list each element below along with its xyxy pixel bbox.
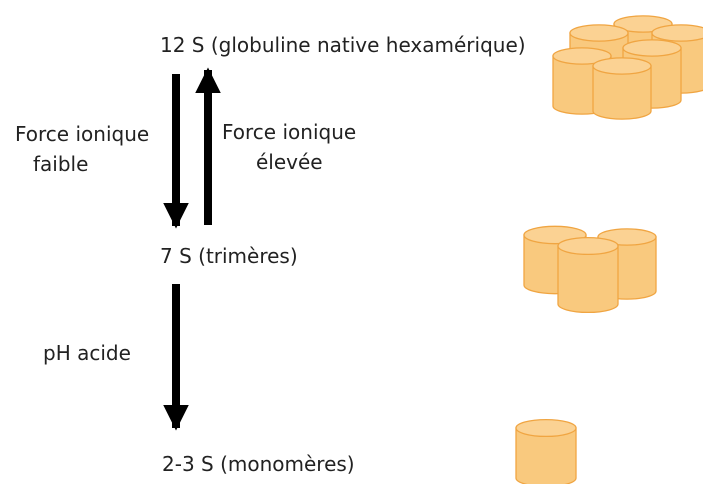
monomer-state-label: 2-3 S (monomères) xyxy=(162,452,355,476)
trimer-state-label: 7 S (trimères) xyxy=(160,244,298,268)
acid-ph-label: pH acide xyxy=(43,341,131,365)
hexamer-state-label: 12 S (globuline native hexamérique) xyxy=(160,33,526,57)
low-ionic-label-line1: Force ionique xyxy=(15,122,150,146)
trimer-subunit xyxy=(557,236,619,314)
monomer-illustration xyxy=(515,418,577,484)
low-ionic-label-line2: faible xyxy=(33,152,89,176)
high-ionic-label-line2: élevée xyxy=(256,150,323,174)
monomer-subunit xyxy=(515,418,577,484)
trimer-illustration xyxy=(523,225,657,314)
high-ionic-label-line1: Force ionique xyxy=(222,120,357,144)
hexamer-illustration xyxy=(552,15,703,120)
hexamer-subunit xyxy=(592,57,652,120)
